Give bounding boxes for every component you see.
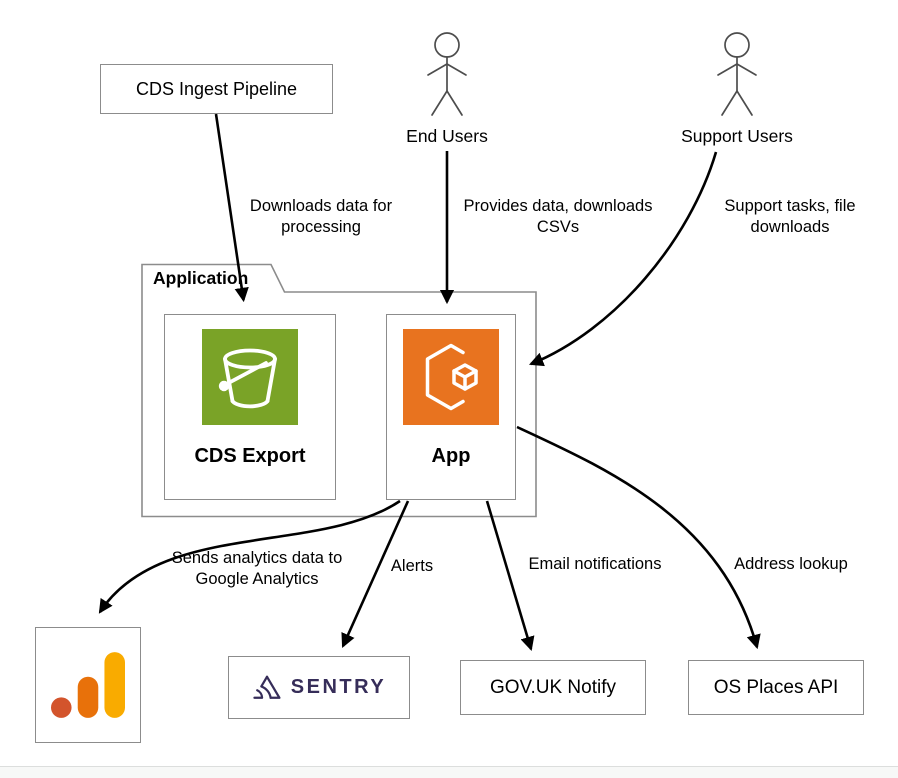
s3-bucket-icon bbox=[202, 329, 298, 425]
edge-label-downloads-data: Downloads data for processing bbox=[249, 197, 393, 237]
sentry-icon bbox=[253, 675, 281, 699]
end-users-label: End Users bbox=[406, 126, 488, 146]
arrow-support-users-to-app bbox=[529, 151, 718, 367]
arrow-app-to-os-places bbox=[516, 425, 761, 650]
node-google-analytics bbox=[35, 627, 141, 743]
ecs-icon bbox=[403, 329, 499, 425]
edge-label-provides-data: Provides data, downloads CSVs bbox=[463, 197, 653, 237]
node-sentry: SENTRY bbox=[228, 656, 410, 719]
edge-label-alerts: Alerts bbox=[390, 557, 434, 575]
node-cds-ingest-pipeline: CDS Ingest Pipeline bbox=[100, 64, 333, 114]
edge-label-address-lookup: Address lookup bbox=[734, 555, 848, 573]
cds-ingest-pipeline-label: CDS Ingest Pipeline bbox=[135, 78, 298, 99]
edge-label-email-notifications: Email notifications bbox=[528, 555, 662, 573]
govuk-notify-label: GOV.UK Notify bbox=[489, 676, 616, 698]
node-govuk-notify: GOV.UK Notify bbox=[460, 660, 646, 715]
node-app: App bbox=[386, 314, 516, 500]
os-places-api-label: OS Places API bbox=[713, 676, 839, 698]
node-cds-export: CDS Export bbox=[164, 314, 336, 500]
app-label: App bbox=[431, 445, 471, 467]
sentry-wordmark: SENTRY bbox=[290, 676, 387, 698]
window-bottom-edge bbox=[0, 766, 898, 778]
application-boundary-label: Application bbox=[153, 268, 249, 288]
edge-label-sends-analytics: Sends analytics data to Google Analytics bbox=[171, 549, 343, 589]
cds-export-label: CDS Export bbox=[194, 445, 306, 467]
edge-label-support-tasks: Support tasks, file downloads bbox=[724, 197, 856, 237]
support-users-actor-icon bbox=[717, 32, 757, 116]
node-os-places-api: OS Places API bbox=[688, 660, 864, 715]
support-users-label: Support Users bbox=[681, 126, 793, 146]
end-users-actor-icon bbox=[427, 32, 467, 116]
google-analytics-icon bbox=[51, 652, 125, 718]
